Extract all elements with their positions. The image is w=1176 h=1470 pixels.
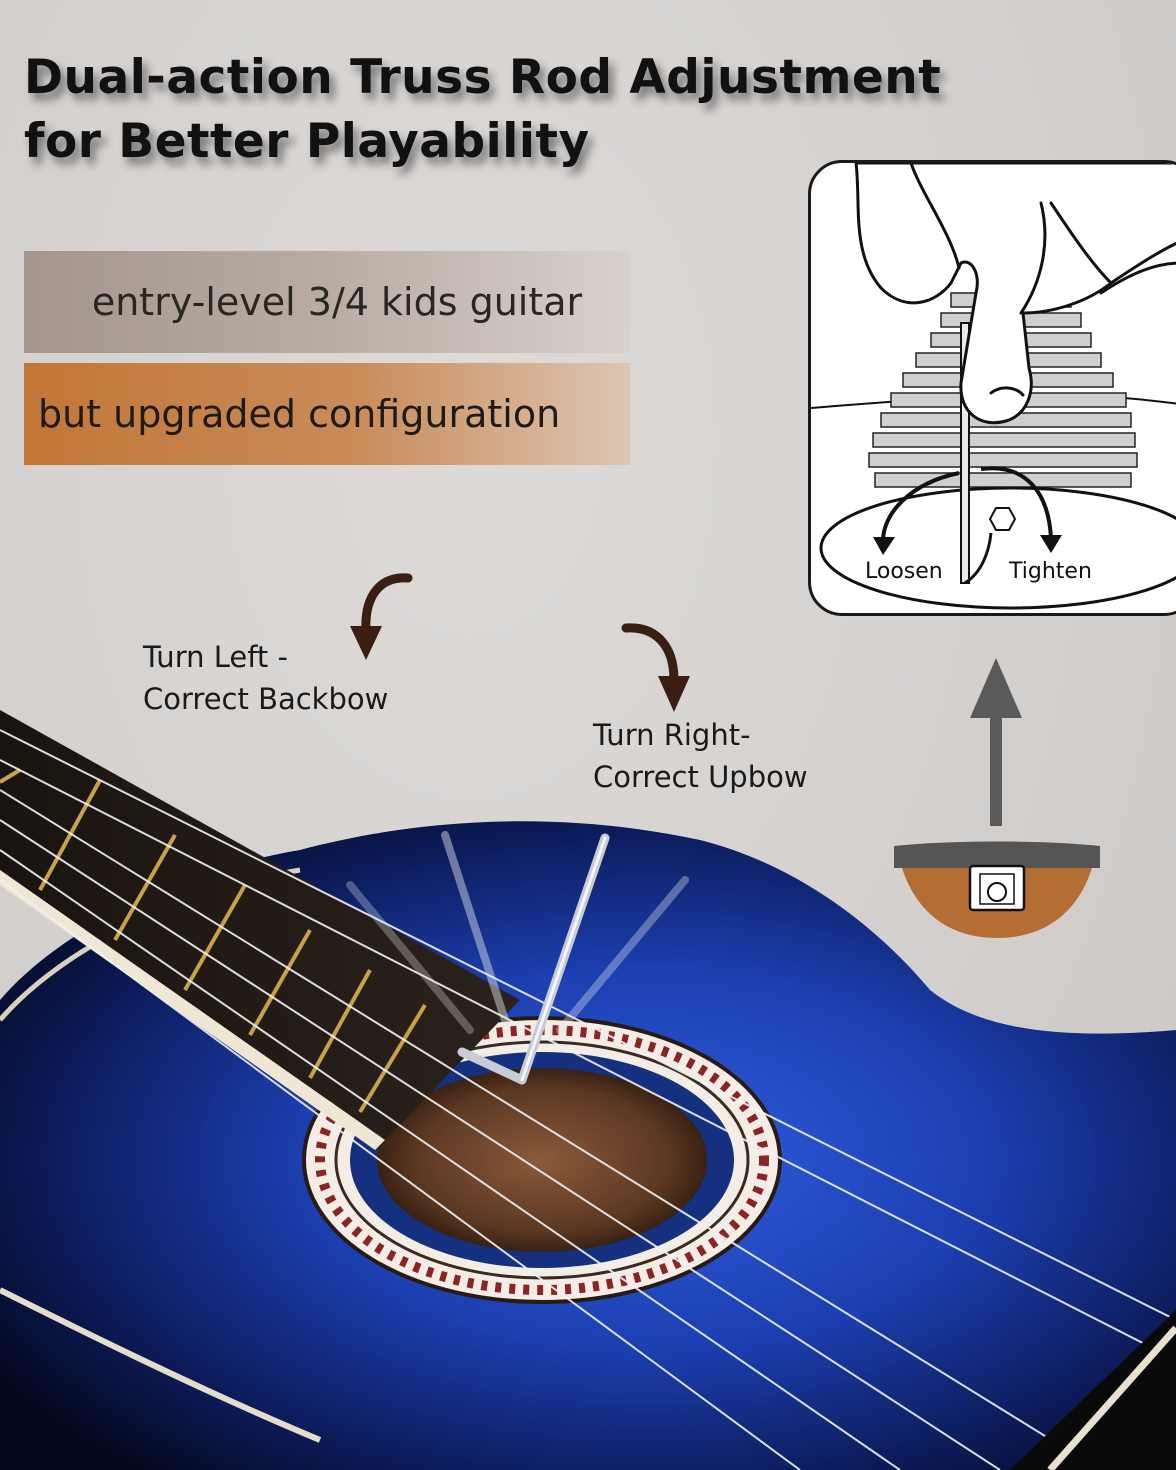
title-line-2: for Better Playability xyxy=(24,114,590,169)
tighten-label: Tighten xyxy=(1009,559,1092,584)
turn-left-label: Turn Left - Correct Backbow xyxy=(143,636,388,720)
up-arrow-icon xyxy=(970,658,1022,826)
feature-band-upgraded: but upgraded configuration xyxy=(24,363,630,465)
turn-left-line-1: Turn Left - xyxy=(143,640,288,674)
curved-arrow-right-icon xyxy=(621,623,690,712)
bridge xyxy=(1010,1310,1176,1470)
feature-band-entry-level: entry-level 3/4 kids guitar xyxy=(24,251,630,353)
strings xyxy=(0,729,1176,1470)
turn-right-line-2: Correct Upbow xyxy=(593,760,808,794)
curved-arrow-left-icon xyxy=(350,573,413,660)
guitar-illustration xyxy=(0,710,1176,1470)
turn-right-line-1: Turn Right- xyxy=(593,718,751,752)
frets xyxy=(0,768,427,1114)
truss-rod-diagram: Loosen Tighten xyxy=(808,160,1176,616)
feature-band-entry-level-text: entry-level 3/4 kids guitar xyxy=(91,280,583,324)
page-title: Dual-action Truss Rod Adjustment for Bet… xyxy=(24,46,941,174)
turn-right-label: Turn Right- Correct Upbow xyxy=(593,714,808,798)
sound-hole xyxy=(377,1068,707,1252)
truss-rod-socket-diagram xyxy=(894,841,1100,938)
feature-band-upgraded-text: but upgraded configuration xyxy=(38,392,561,436)
hex-key xyxy=(346,831,689,1085)
guitar-neck xyxy=(0,710,520,1140)
turn-left-line-2: Correct Backbow xyxy=(143,682,389,716)
hand-adjustment-illustration xyxy=(811,163,1176,610)
loosen-label: Loosen xyxy=(865,559,943,584)
title-line-1: Dual-action Truss Rod Adjustment xyxy=(24,50,942,105)
